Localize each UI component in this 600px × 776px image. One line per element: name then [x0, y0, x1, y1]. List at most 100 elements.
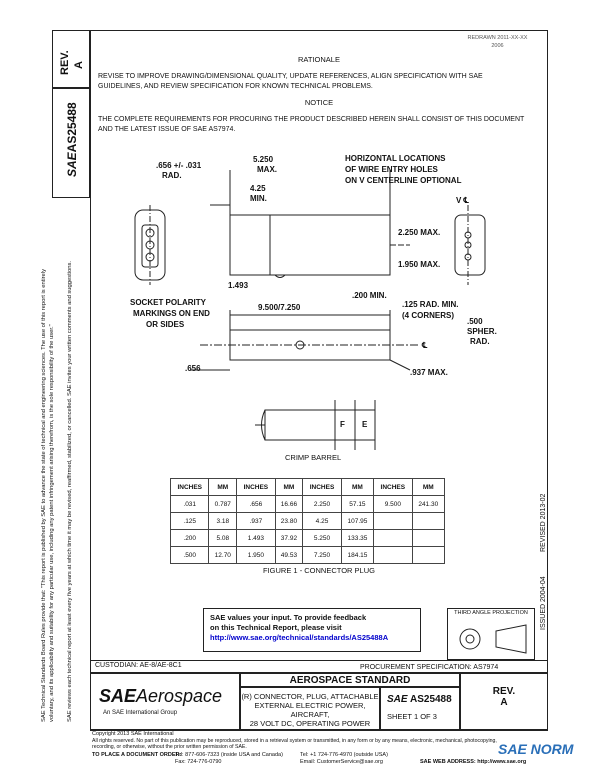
table-cell: .125 — [169, 512, 210, 530]
dim-937: .937 MAX. — [410, 368, 448, 377]
col-header: MM — [274, 478, 304, 496]
figure-caption: FIGURE 1 - CONNECTOR PLUG — [263, 566, 375, 575]
table-cell: 57.15 — [340, 495, 375, 513]
table-cell: 16.66 — [274, 495, 304, 513]
drawing-frame — [90, 30, 548, 730]
table-cell: 9.500 — [373, 495, 413, 513]
custodian: CUSTODIAN: AE-8/AE-8C1 — [95, 662, 182, 669]
table-cell — [373, 529, 413, 547]
crimp-barrel-label: CRIMP BARREL — [285, 453, 342, 462]
dim-2250: 2.250 MAX. — [398, 228, 441, 237]
projection-box: THIRD ANGLE PROJECTION — [447, 608, 535, 660]
table-cell: 133.35 — [340, 529, 375, 547]
dim-5250: 5.250 — [253, 155, 274, 164]
table-cell: 107.95 — [340, 512, 375, 530]
doc-number-vertical: SAEAS25488 — [65, 102, 79, 177]
margin-text-1: SAE Technical Standards Board Rules prov… — [41, 269, 47, 722]
socket-note-1: SOCKET POLARITY — [130, 298, 207, 307]
table-cell: 241.30 — [411, 495, 446, 513]
horiz-note-3: ON V CENTERLINE OPTIONAL — [345, 176, 462, 185]
dim-9500: 9.500/7.250 — [258, 303, 301, 312]
notice-text: THE COMPLETE REQUIREMENTS FOR PROCURING … — [98, 116, 525, 133]
table-cell: 7.250 — [302, 546, 342, 564]
table-cell: 1.950 — [236, 546, 276, 564]
table-cell — [411, 529, 446, 547]
title-cell: (R) CONNECTOR, PLUG, ATTACHABLE EXTERNAL… — [240, 687, 380, 731]
socket-note-2: MARKINGS ON END — [133, 309, 210, 318]
crimp-f-label: F — [340, 420, 345, 429]
feedback-line-1: SAE values your input. To provide feedba… — [210, 613, 367, 622]
revised-date: REVISED 2013-02 — [540, 493, 547, 552]
col-header: INCHES — [169, 478, 210, 496]
col-header: INCHES — [373, 478, 413, 496]
dim-200: .200 MIN. — [352, 291, 387, 300]
dim-500: .500 — [467, 317, 483, 326]
fax: Fax: 724-776-0790 — [175, 759, 222, 765]
table-cell: 5.250 — [302, 529, 342, 547]
horiz-note-1: HORIZONTAL LOCATIONS — [345, 154, 446, 163]
feedback-line-2: on this Technical Report, please visit — [210, 623, 342, 632]
aerospace-standard: AEROSPACE STANDARD — [289, 675, 411, 686]
docnum: SAE AS25488 — [387, 694, 452, 705]
rev-label: REV. — [59, 50, 71, 75]
rev-letter: A — [73, 61, 85, 69]
date-top-right: REDRAWN 2011-XX-XX 2006 — [467, 35, 528, 49]
issued-date: ISSUED 2004-04 — [540, 576, 547, 630]
custodian-row — [90, 660, 548, 673]
dim-1493: 1.493 — [228, 281, 249, 290]
sae-aerospace-logo: SAEAerospace — [99, 686, 223, 706]
feedback-link[interactable]: http://www.sae.org/technical/standards/A… — [210, 633, 389, 642]
procurement-spec: PROCUREMENT SPECIFICATION: AS7974 — [360, 664, 499, 671]
table-cell: 4.25 — [302, 512, 342, 530]
dim-spher: SPHER. — [467, 327, 497, 336]
col-header: MM — [208, 478, 238, 496]
table-cell — [411, 512, 446, 530]
rev-box: REV. A — [52, 30, 90, 88]
col-header: INCHES — [236, 478, 276, 496]
copyright: Copyright 2013 SAE International — [92, 731, 174, 737]
docnum-cell: SAE AS25488 SHEET 1 OF 3 — [380, 687, 460, 731]
title-block: SAEAerospace An SAE International Group … — [90, 672, 548, 731]
table-cell: .937 — [236, 512, 276, 530]
connector-drawing — [134, 170, 486, 450]
centerline-label: ℄ — [422, 341, 428, 350]
table-cell: 23.80 — [274, 512, 304, 530]
table-cell: 184.15 — [340, 546, 375, 564]
table-cell: .500 — [169, 546, 210, 564]
table-cell: 49.53 — [274, 546, 304, 564]
doc-number: AS25488 — [65, 102, 79, 153]
table-cell — [373, 546, 413, 564]
dim-656b: .656 — [185, 364, 201, 373]
rationale-heading: RATIONALE — [298, 55, 340, 64]
dim-125: .125 RAD. MIN. — [402, 300, 459, 309]
rights: All rights reserved. No part of this pub… — [92, 738, 497, 744]
col-header: MM — [340, 478, 375, 496]
order-label: TO PLACE A DOCUMENT ORDER: — [92, 752, 182, 758]
dim-rad: RAD. — [162, 171, 182, 180]
table-cell: .656 — [236, 495, 276, 513]
web-address: SAE WEB ADDRESS: http://www.sae.org — [420, 759, 527, 765]
logo-subtitle: An SAE International Group — [103, 710, 178, 716]
table-cell: 5.08 — [208, 529, 238, 547]
sae-norm-watermark: SAE NORM — [498, 741, 574, 757]
notice-heading: NOTICE — [304, 98, 334, 107]
dimension-table: INCHES MM INCHES MM INCHES MM INCHES MM … — [169, 478, 446, 564]
table-cell: 12.70 — [208, 546, 238, 564]
socket-note-3: OR SIDES — [146, 320, 185, 329]
projection-label: THIRD ANGLE PROJECTION — [454, 610, 528, 616]
margin-text-2: voluntary, and its applicability and sui… — [49, 324, 55, 722]
v-centerline-label: V ℄ — [456, 196, 469, 205]
standard-cell: AEROSPACE STANDARD — [240, 673, 460, 687]
dim-425-min: MIN. — [250, 194, 267, 203]
table-cell — [411, 546, 446, 564]
sheet-number: SHEET 1 OF 3 — [387, 712, 437, 721]
tel-usa: Tel: 877-606-7323 (inside USA and Canada… — [175, 752, 283, 758]
table-cell — [373, 512, 413, 530]
rationale-text: REVISE TO IMPROVE DRAWING/DIMENSIONAL QU… — [98, 73, 483, 90]
col-header: INCHES — [302, 478, 342, 496]
table-cell: 2.250 — [302, 495, 342, 513]
email: Email: CustomerService@sae.org — [300, 759, 383, 765]
